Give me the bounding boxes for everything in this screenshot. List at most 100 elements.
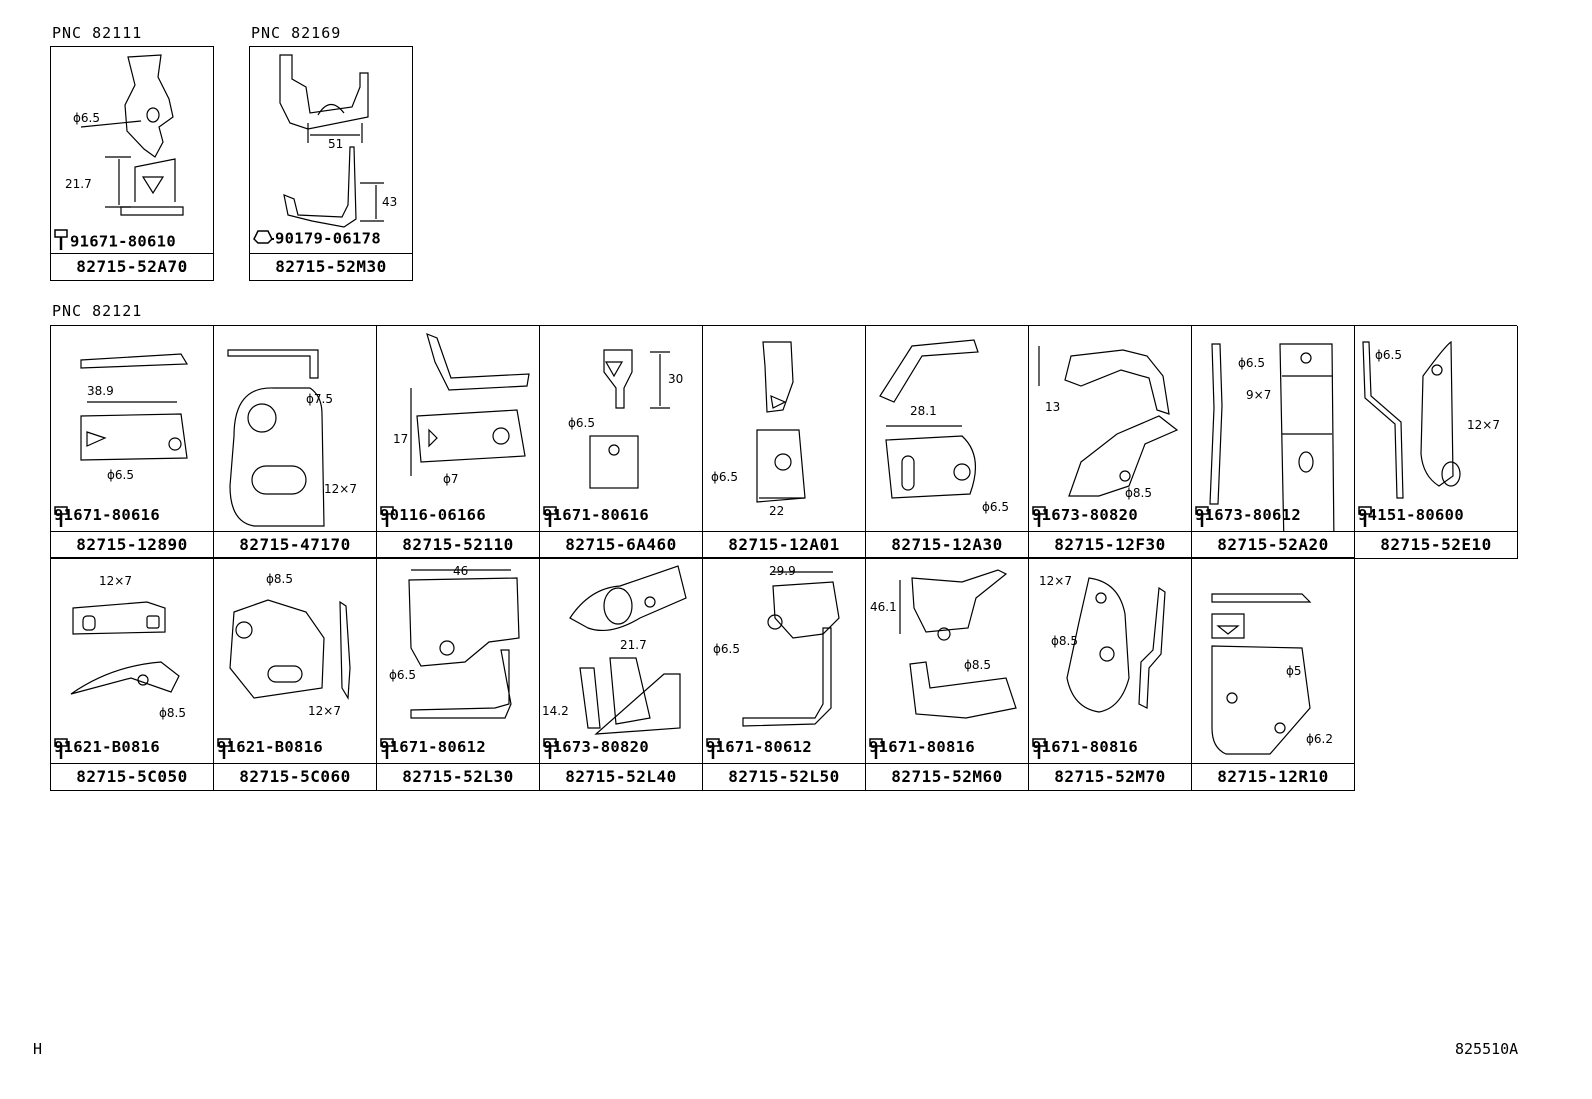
dimension-label: ϕ6.5: [982, 500, 1009, 514]
part-number[interactable]: 82715-12A30: [866, 531, 1028, 558]
diagram-number: 825510A: [1455, 1040, 1519, 1058]
part-cell-82715-47170[interactable]: ϕ7.5 12×7 82715-47170: [214, 326, 377, 559]
part-number[interactable]: 82715-52L30: [377, 763, 539, 790]
part-number[interactable]: 82715-52L50: [703, 763, 865, 790]
dimension-label: 12×7: [308, 704, 341, 718]
part-number[interactable]: 82715-5C060: [214, 763, 376, 790]
bracket-drawing: [1066, 577, 1166, 713]
dimension-label: ϕ6.5: [711, 470, 738, 484]
part-cell-82715-52A20[interactable]: ϕ6.5 9×7 91673-80612 82715-52A20: [1192, 326, 1355, 559]
bracket-drawing: [1362, 340, 1461, 499]
part-number[interactable]: 82715-12F30: [1029, 531, 1191, 558]
parts-grid-row-1: 38.9 ϕ6.5 91671-80616 82715-12890 ϕ7.5 12×7 82…: [50, 325, 1518, 559]
bolt-label: 91671-80610: [53, 229, 176, 255]
dimension-label: ϕ6.5: [389, 668, 416, 682]
bolt-label: 91671-80612: [380, 738, 486, 759]
part-number[interactable]: 82715-47170: [214, 531, 376, 558]
part-number[interactable]: 82715-52M70: [1029, 763, 1191, 790]
dim-height: 43: [382, 195, 398, 209]
bracket-drawing: [756, 341, 806, 503]
part-number[interactable]: 82715-52A70: [51, 253, 213, 280]
dimension-label: 21.7: [620, 638, 647, 652]
bracket-drawing: [70, 601, 180, 695]
part-cell-82715-52L40[interactable]: 21.7 14.2 91673-80820 82715-52L40: [540, 558, 703, 791]
part-box-82715-52M30[interactable]: 51 43 90179-06178 82715-52M30: [249, 46, 413, 281]
dimension-label: 12×7: [324, 482, 357, 496]
bracket-drawing: [569, 565, 687, 735]
dimension-label: ϕ6.5: [107, 468, 134, 482]
bolt-label: 94151-80600: [1358, 506, 1464, 527]
part-cell-82715-12A30[interactable]: 28.1 ϕ6.5 82715-12A30: [866, 326, 1029, 559]
bracket-drawing: [227, 349, 325, 527]
part-cell-82715-5C060[interactable]: ϕ8.5 12×7 91621-B0816 82715-5C060: [214, 558, 377, 791]
group-label-82169: PNC 82169: [251, 24, 342, 42]
bolt-label: 90116-06166: [380, 506, 486, 527]
part-number[interactable]: 82715-52E10: [1355, 531, 1517, 558]
part-number[interactable]: 82715-52A20: [1192, 531, 1354, 558]
part-cell-82715-12890[interactable]: 38.9 ϕ6.5 91671-80616 82715-12890: [51, 326, 214, 559]
bracket-drawing: [80, 54, 184, 216]
part-number[interactable]: 82715-12R10: [1192, 763, 1354, 790]
dimension-label: ϕ6.5: [713, 642, 740, 656]
bolt-icon: [53, 229, 69, 255]
dimension-label: 46: [453, 564, 469, 578]
part-number[interactable]: 82715-52110: [377, 531, 539, 558]
bracket-drawing: [408, 569, 520, 719]
dimension-label: ϕ8.5: [266, 572, 293, 586]
dimension-label: 9×7: [1246, 388, 1272, 402]
bolt-label: 91671-80616: [543, 506, 649, 527]
dimension-label: 12×7: [1467, 418, 1500, 432]
dimension-label: 28.1: [910, 404, 937, 418]
part-number[interactable]: 82715-6A460: [540, 531, 702, 558]
part-number[interactable]: 82715-52M30: [250, 253, 412, 280]
bolt-label: 91673-80612: [1195, 506, 1301, 527]
part-cell-82715-12R10[interactable]: ϕ5 ϕ6.2 82715-12R10: [1192, 558, 1355, 791]
dimension-label: ϕ8.5: [159, 706, 186, 720]
dimension-label: ϕ7.5: [306, 392, 333, 406]
part-number[interactable]: 82715-5C050: [51, 763, 213, 790]
bolt-label: 91671-80816: [869, 738, 975, 759]
bolt-label: 91671-80816: [1032, 738, 1138, 759]
bracket-drawing: [229, 599, 351, 700]
dimension-label: ϕ6.5: [1238, 356, 1265, 370]
bracket-drawing: [80, 353, 189, 461]
bracket-drawing: [879, 339, 979, 499]
dimension-label: 14.2: [542, 704, 569, 718]
bracket-drawing: [742, 571, 840, 727]
dimension-label: 29.9: [769, 564, 796, 578]
dimension-label: ϕ5: [1286, 664, 1302, 678]
dimension-label: ϕ8.5: [1125, 486, 1152, 500]
group-label-82121: PNC 82121: [52, 302, 143, 320]
group-label-82111: PNC 82111: [52, 24, 143, 42]
bolt-label: 91621-B0816: [217, 738, 323, 759]
bracket-drawing: [899, 569, 1017, 719]
part-number[interactable]: 82715-12A01: [703, 531, 865, 558]
bracket-drawing: [1038, 346, 1179, 497]
bracket-drawing: [589, 349, 670, 489]
part-number[interactable]: 82715-12890: [51, 531, 213, 558]
dimension-label: 38.9: [87, 384, 114, 398]
part-cell-82715-52L30[interactable]: 46 ϕ6.5 91671-80612 82715-52L30: [377, 558, 540, 791]
part-box-82715-52A70[interactable]: ϕ6.5 21.7 91671-80610 82715-52A70: [50, 46, 214, 281]
dimension-label: ϕ6.2: [1306, 732, 1333, 746]
bracket-drawing: [1211, 593, 1312, 755]
part-number[interactable]: 82715-52M60: [866, 763, 1028, 790]
dim-hole: ϕ6.5: [73, 111, 100, 125]
dimension-label: 17: [393, 432, 409, 446]
bolt-label: 91673-80820: [543, 738, 649, 759]
bolt-label: 91671-80616: [54, 506, 160, 527]
bracket-drawing: [410, 332, 530, 476]
bracket-drawing: [279, 54, 384, 228]
part-number[interactable]: 82715-52L40: [540, 763, 702, 790]
bracket-drawing: [1209, 343, 1335, 531]
